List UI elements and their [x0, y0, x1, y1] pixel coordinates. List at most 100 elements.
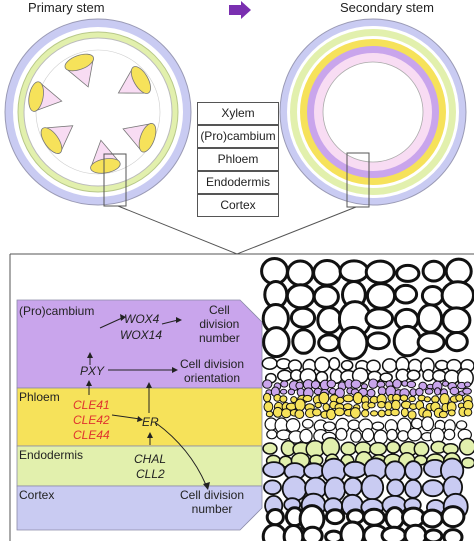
micrograph-cell	[318, 391, 330, 405]
micrograph-cell	[316, 306, 343, 335]
micrograph-cell	[413, 441, 430, 457]
micrograph-cell	[340, 359, 354, 371]
outcome-line: Cell division	[180, 488, 245, 502]
micrograph-cell	[390, 408, 400, 417]
micrograph-cell	[449, 386, 460, 396]
legend-procambium: (Pro)cambium	[197, 125, 279, 148]
micrograph-cell	[464, 381, 471, 388]
micrograph-cell	[367, 402, 376, 409]
micrograph-cell	[444, 257, 473, 285]
micrograph-cell	[455, 420, 468, 430]
legend-cortex: Cortex	[197, 194, 279, 217]
micrograph-cell	[421, 416, 435, 432]
gene-wox14: WOX14	[120, 328, 163, 342]
micrograph-cell	[285, 283, 316, 310]
micrograph-cell	[294, 398, 306, 412]
micrograph-cell	[399, 394, 409, 402]
micrograph-cell	[314, 356, 331, 373]
micrograph-cell	[301, 525, 324, 541]
vascular-bundle	[64, 53, 94, 88]
legend-xylem-label: Xylem	[221, 106, 255, 120]
secondary-stem-cross-section	[279, 18, 467, 208]
micrograph-cell	[289, 306, 317, 329]
legend-procambium-label: (Pro)cambium	[200, 129, 276, 143]
micrograph-cell	[365, 331, 391, 351]
micrograph-cell	[381, 358, 398, 373]
micrograph-cell	[261, 523, 288, 541]
micrograph-cell	[407, 427, 422, 442]
micrograph-cell	[287, 388, 296, 396]
micrograph-cell	[447, 409, 456, 417]
micrograph-cell	[290, 396, 298, 404]
micrograph-cell	[342, 460, 368, 479]
micrograph-cell	[343, 403, 353, 411]
micrograph-cell	[410, 417, 424, 430]
micrograph-cell	[282, 524, 305, 541]
micrograph-cell	[322, 421, 336, 432]
gene-pxy: PXY	[80, 364, 105, 378]
vascular-bundle	[117, 66, 151, 94]
micrograph-cell	[265, 507, 285, 527]
micrograph-cell	[324, 508, 346, 526]
micrograph-cell	[361, 409, 370, 418]
micrograph-cell	[337, 325, 369, 361]
micrograph-cell	[261, 357, 278, 370]
micrograph-cell	[312, 284, 340, 309]
legend-xylem: Xylem	[197, 102, 279, 125]
micrograph-cell	[281, 408, 292, 419]
layer-label-procambium: (Pro)cambium	[19, 304, 95, 318]
micrograph-cell	[361, 428, 375, 443]
micrograph-cell	[366, 359, 381, 373]
primary-stem-cross-section	[4, 18, 192, 207]
micrograph-cell	[393, 283, 419, 305]
micrograph-cell	[262, 461, 286, 479]
micrograph-cell	[335, 396, 345, 404]
micrograph-cell	[384, 506, 406, 530]
micrograph-cell	[397, 430, 410, 442]
micrograph-cell	[420, 285, 445, 307]
vascular-bundle	[122, 123, 157, 153]
micrograph-cell	[391, 399, 401, 411]
micrograph-cell	[403, 523, 428, 541]
zoom-region-secondary	[346, 152, 370, 208]
micrograph-cell	[340, 441, 357, 456]
vascular-bundle	[28, 81, 63, 112]
micrograph-cell	[285, 417, 301, 433]
micrograph-cell	[461, 456, 474, 469]
micrograph-cell	[395, 263, 421, 283]
micrograph-cell	[392, 324, 423, 358]
micrograph-cell	[377, 409, 386, 418]
micrograph-cell	[439, 393, 450, 405]
outcome-line: Cell division	[180, 357, 245, 371]
micrograph-cell	[443, 428, 456, 441]
micrograph-cell	[352, 392, 364, 405]
micrograph-cell	[286, 259, 315, 287]
micrograph-cell	[366, 388, 376, 398]
micrograph-cell	[279, 395, 288, 403]
outcome-line: number	[199, 331, 240, 345]
micrograph-cell	[406, 369, 421, 382]
micrograph-cell	[420, 508, 444, 529]
micrograph-cell	[350, 407, 361, 419]
micrograph-cell	[458, 437, 474, 456]
micrograph-cell	[424, 388, 434, 395]
micrograph-cell	[434, 387, 441, 396]
outcome-line: division	[199, 317, 240, 331]
micrograph-cell	[335, 427, 348, 441]
vascular-bundle	[40, 125, 74, 154]
micrograph-cell	[263, 401, 274, 413]
micrograph-cell	[350, 379, 362, 389]
micrograph-cell	[384, 460, 406, 483]
micrograph-cell	[266, 429, 278, 440]
layer-label-phloem: Phloem	[19, 390, 60, 404]
regulatory-arrows	[86, 314, 210, 490]
micrograph-cell	[294, 409, 305, 420]
layer-label-cortex: Cortex	[19, 488, 55, 502]
micrograph-cell	[400, 407, 409, 418]
micrograph-cell	[438, 410, 448, 419]
micrograph-cell	[463, 408, 473, 417]
legend-endodermis-label: Endodermis	[205, 175, 271, 189]
gene-er: ER	[142, 415, 159, 429]
micrograph-cell	[312, 408, 322, 417]
micrograph-cell	[407, 410, 417, 420]
